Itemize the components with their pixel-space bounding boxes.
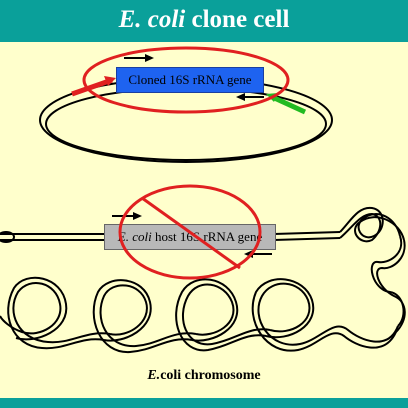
chromosome-label-italic: E. <box>147 368 161 383</box>
host-gene-label-italic: E. coli <box>117 229 152 244</box>
host-gene-label-rest: host 16S rRNA gene <box>151 229 263 244</box>
cloned-gene-box: Cloned 16S rRNA gene <box>116 67 264 93</box>
cloned-gene-label: Cloned 16S rRNA gene <box>128 72 252 87</box>
chromosome-label: E.coli chromosome <box>0 368 408 384</box>
prohibition-icon <box>118 184 262 280</box>
chromosome-strand <box>0 206 406 354</box>
host-gene-box: E. coli host 16S rRNA gene <box>104 224 276 250</box>
host-gene-label: E. coli host 16S rRNA gene <box>118 229 262 245</box>
footer-band <box>0 398 408 408</box>
header-band <box>0 0 408 42</box>
title-rest: clone cell <box>185 6 290 33</box>
plasmid-primer-arrows <box>124 54 264 101</box>
slide-title: E. coli clone cell <box>0 5 408 35</box>
chromosome-label-rest: coli chromosome <box>160 368 261 383</box>
plasmid-primer-sites <box>71 76 307 115</box>
title-italic: E. coli <box>118 6 186 33</box>
plasmid-gene-highlight-ring <box>82 46 290 114</box>
